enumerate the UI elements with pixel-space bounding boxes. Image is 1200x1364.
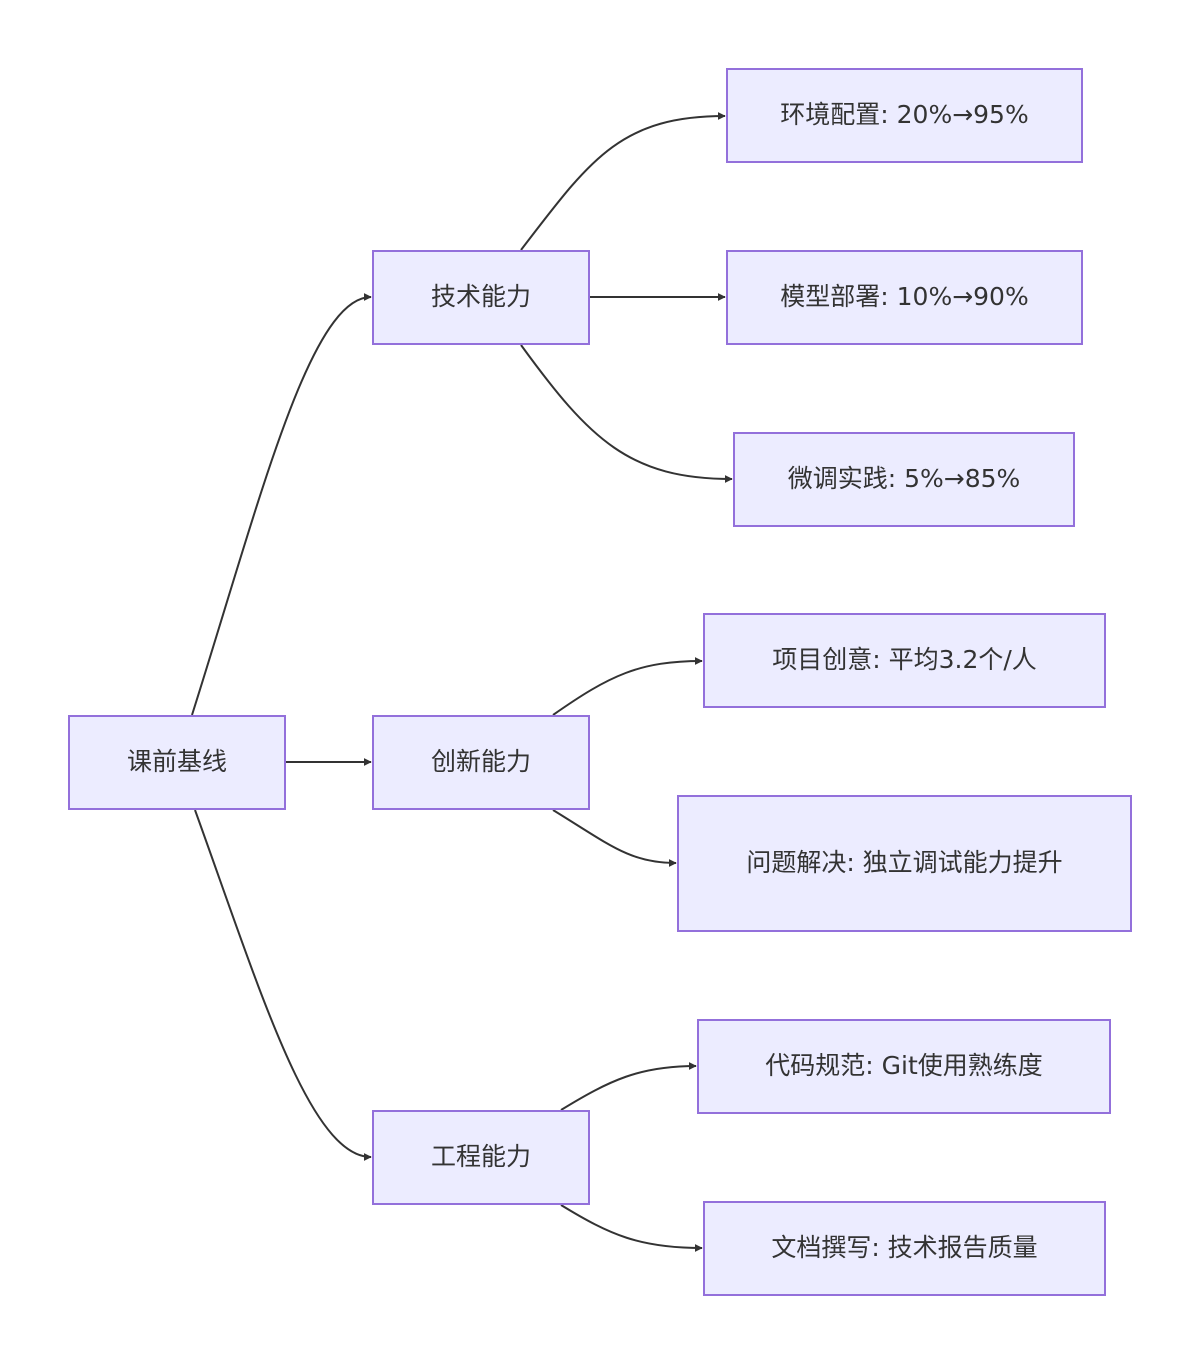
node-finetune: 微调实践: 5%→85% [733,432,1075,527]
node-root: 课前基线 [68,715,286,810]
node-root-label: 课前基线 [126,747,227,777]
node-env-setup: 环境配置: 20%→95% [726,68,1083,163]
edge-innovation-to-idea [552,657,703,716]
node-engineering-label: 工程能力 [430,1142,531,1172]
edge-engineering-to-code [560,1062,697,1111]
node-project-idea: 项目创意: 平均3.2个/人 [703,613,1106,708]
node-finetune-label: 微调实践: 5%→85% [787,464,1021,494]
edge-innovation-to-problem [552,809,677,867]
node-engineering: 工程能力 [372,1110,590,1205]
node-problem-solving: 问题解决: 独立调试能力提升 [677,795,1132,932]
edge-engineering-to-docs [560,1204,703,1252]
node-model-deploy-label: 模型部署: 10%→90% [780,282,1029,312]
edge-root-to-engineering [194,809,372,1161]
edge-root-to-tech [191,293,372,716]
node-doc-writing-label: 文档撰写: 技术报告质量 [771,1233,1038,1263]
node-innovation: 创新能力 [372,715,590,810]
node-env-setup-label: 环境配置: 20%→95% [780,100,1029,130]
node-tech: 技术能力 [372,250,590,345]
edge-tech-to-env [520,112,726,251]
edge-tech-to-finetune [520,344,733,483]
node-problem-solving-label: 问题解决: 独立调试能力提升 [746,848,1063,878]
node-innovation-label: 创新能力 [430,747,531,777]
node-project-idea-label: 项目创意: 平均3.2个/人 [772,645,1037,675]
node-code-standards: 代码规范: Git使用熟练度 [697,1019,1111,1114]
node-tech-label: 技术能力 [430,282,531,312]
node-model-deploy: 模型部署: 10%→90% [726,250,1083,345]
node-code-standards-label: 代码规范: Git使用熟练度 [765,1051,1043,1081]
node-doc-writing: 文档撰写: 技术报告质量 [703,1201,1106,1296]
